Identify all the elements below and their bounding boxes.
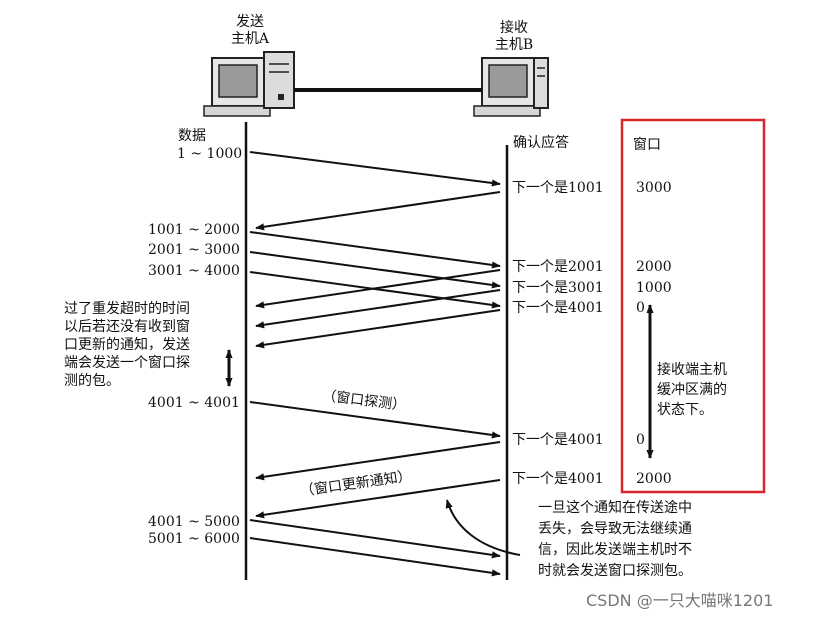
- range-label: 4001 ~ 4001: [148, 395, 240, 411]
- computer-b-icon: [473, 57, 549, 117]
- timeout-note-line: 端会发送一个窗口探: [64, 355, 190, 371]
- arrow-data-2: [249, 231, 501, 269]
- data-header: 数据: [178, 128, 206, 144]
- arrow-ack-3: [255, 289, 501, 329]
- ack-label: 下一个是2001: [512, 259, 604, 275]
- host-a-label-line1: 发送: [236, 14, 264, 30]
- arrow-ack-5: [255, 441, 501, 481]
- arrow-data-5: [249, 519, 501, 559]
- ack-header: 确认应答: [513, 135, 569, 151]
- host-a-label-line2: 主机A: [230, 31, 270, 47]
- window-value: 1000: [636, 280, 672, 296]
- host-a-label: 发送 主机A: [222, 14, 278, 48]
- host-b-label-line1: 接收: [500, 20, 528, 36]
- timeout-note-line: 以后若还没有收到窗: [64, 319, 190, 335]
- ack-label: 下一个是4001: [512, 471, 604, 487]
- window-value: 3000: [636, 180, 672, 196]
- lost-note-line: 时就会发送窗口探测包。: [538, 563, 692, 579]
- timeout-note-line: 口更新的通知，发送: [64, 337, 190, 353]
- buffer-note-line: 状态下。: [657, 402, 713, 418]
- ack-label: 下一个是1001: [512, 180, 604, 196]
- buffer-full-note: 接收端主机 缓冲区满的 状态下。: [657, 360, 727, 420]
- host-b-label-line2: 主机B: [494, 37, 534, 53]
- window-value: 0: [636, 300, 645, 316]
- timeout-note-line: 过了重发超时的时间: [64, 301, 190, 317]
- window-value: 2000: [636, 259, 672, 275]
- watermark: CSDN @一只大喵咪1201: [586, 591, 774, 610]
- lost-note-line: 丢失，会导致无法继续通: [538, 521, 692, 537]
- arrow-data-3: [249, 251, 501, 289]
- timeout-note: 过了重发超时的时间 以后若还没有收到窗 口更新的通知，发送 端会发送一个窗口探 …: [64, 300, 190, 390]
- lost-note-line: 一旦这个通知在传送途中: [538, 500, 692, 516]
- ack-label: 下一个是3001: [512, 280, 604, 296]
- host-b-label: 接收 主机B: [486, 20, 542, 54]
- range-label: 3001 ~ 4000: [148, 263, 240, 279]
- arrow-data-1: [249, 151, 501, 187]
- range-label: 1 ~ 1000: [177, 146, 243, 162]
- arrow-ack-4: [255, 309, 501, 349]
- range-label: 1001 ~ 2000: [148, 222, 240, 238]
- window-value: 0: [636, 432, 645, 448]
- lost-note-line: 信，因此发送端主机时不: [538, 542, 692, 558]
- buffer-note-line: 缓冲区满的: [657, 382, 727, 398]
- arrow-probe: [249, 401, 501, 439]
- arrow-ack-2: [255, 269, 501, 309]
- range-label: 2001 ~ 3000: [148, 242, 240, 258]
- buffer-note-line: 接收端主机: [657, 362, 727, 378]
- timeout-note-line: 测的包。: [64, 373, 120, 389]
- ack-label: 下一个是4001: [512, 432, 604, 448]
- computer-a-icon: [203, 51, 295, 117]
- range-label: 5001 ~ 6000: [148, 531, 240, 547]
- note-pointer-arrow: [445, 499, 521, 556]
- ack-label: 下一个是4001: [512, 300, 604, 316]
- range-label: 4001 ~ 5000: [148, 514, 240, 530]
- arrow-update: [255, 479, 501, 519]
- arrow-ack-1: [255, 191, 501, 231]
- arrow-data-6: [249, 537, 501, 577]
- window-header: 窗口: [633, 137, 661, 153]
- window-value: 2000: [636, 471, 672, 487]
- lost-notification-note: 一旦这个通知在传送途中 丢失，会导致无法继续通 信，因此发送端主机时不 时就会发…: [538, 498, 692, 582]
- window-highlight-box: [620, 118, 766, 494]
